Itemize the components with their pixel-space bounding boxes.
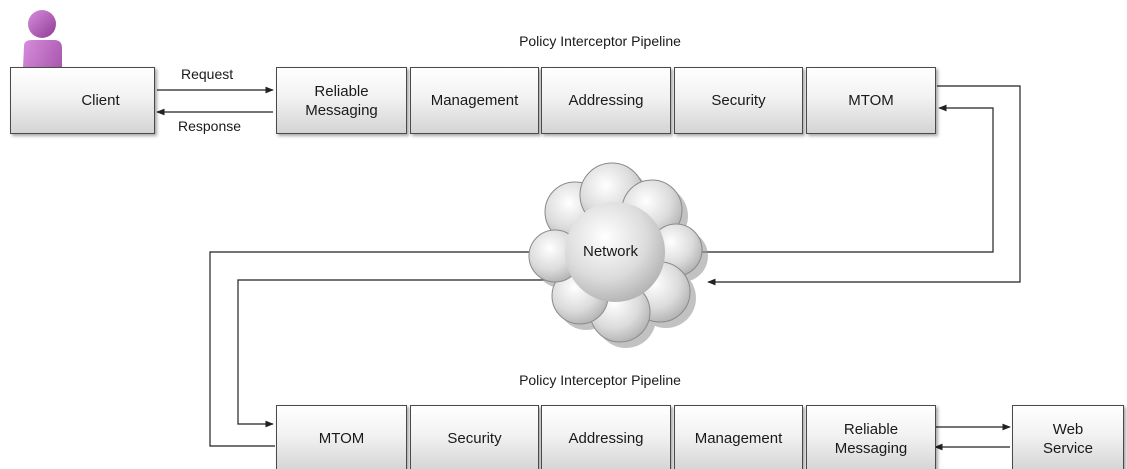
- top-stage-management: Management: [410, 67, 539, 134]
- stage-label-line2: Messaging: [834, 439, 908, 457]
- client-box: Client: [10, 67, 155, 134]
- bottom-outgoing-connector: [209, 248, 546, 447]
- top-stage-security: Security: [674, 67, 803, 134]
- stage-label: MTOM: [848, 92, 894, 109]
- stage-label-line1: Reliable: [314, 82, 369, 100]
- stage-label-line2: Messaging: [305, 101, 378, 119]
- cloud-icon: [528, 162, 708, 348]
- network-label: Network: [583, 243, 639, 260]
- stage-label: Security: [447, 430, 502, 447]
- request-label: Request: [181, 66, 234, 82]
- bottom-incoming-connector: [237, 279, 568, 428]
- web-service-label-line1: Web: [1052, 420, 1084, 438]
- stage-label: Security: [711, 92, 766, 109]
- stage-label-line1: Reliable: [843, 420, 899, 438]
- stage-label: Management: [694, 430, 783, 447]
- stage-label: MTOM: [318, 430, 365, 447]
- top-pipeline-title: Policy Interceptor Pipeline: [519, 33, 681, 49]
- client-label: Client: [81, 92, 120, 109]
- bottom-stage-addressing: Addressing: [541, 405, 671, 469]
- bottom-pipeline-title: Policy Interceptor Pipeline: [519, 372, 681, 388]
- bottom-stage-management: Management: [674, 405, 803, 469]
- bottom-stage-security: Security: [410, 405, 539, 469]
- top-stage-addressing: Addressing: [541, 67, 671, 134]
- top-outgoing-connector: [707, 85, 1021, 286]
- bottom-stage-mtom: MTOM: [276, 405, 407, 469]
- stage-label: Addressing: [568, 92, 644, 109]
- top-incoming-connector: [688, 104, 994, 253]
- stage-label: Management: [430, 92, 519, 109]
- response-label: Response: [178, 118, 242, 134]
- stage-label: Addressing: [568, 430, 644, 447]
- top-stage-mtom: MTOM: [806, 67, 936, 134]
- web-service-label-line2: Service: [1042, 439, 1094, 457]
